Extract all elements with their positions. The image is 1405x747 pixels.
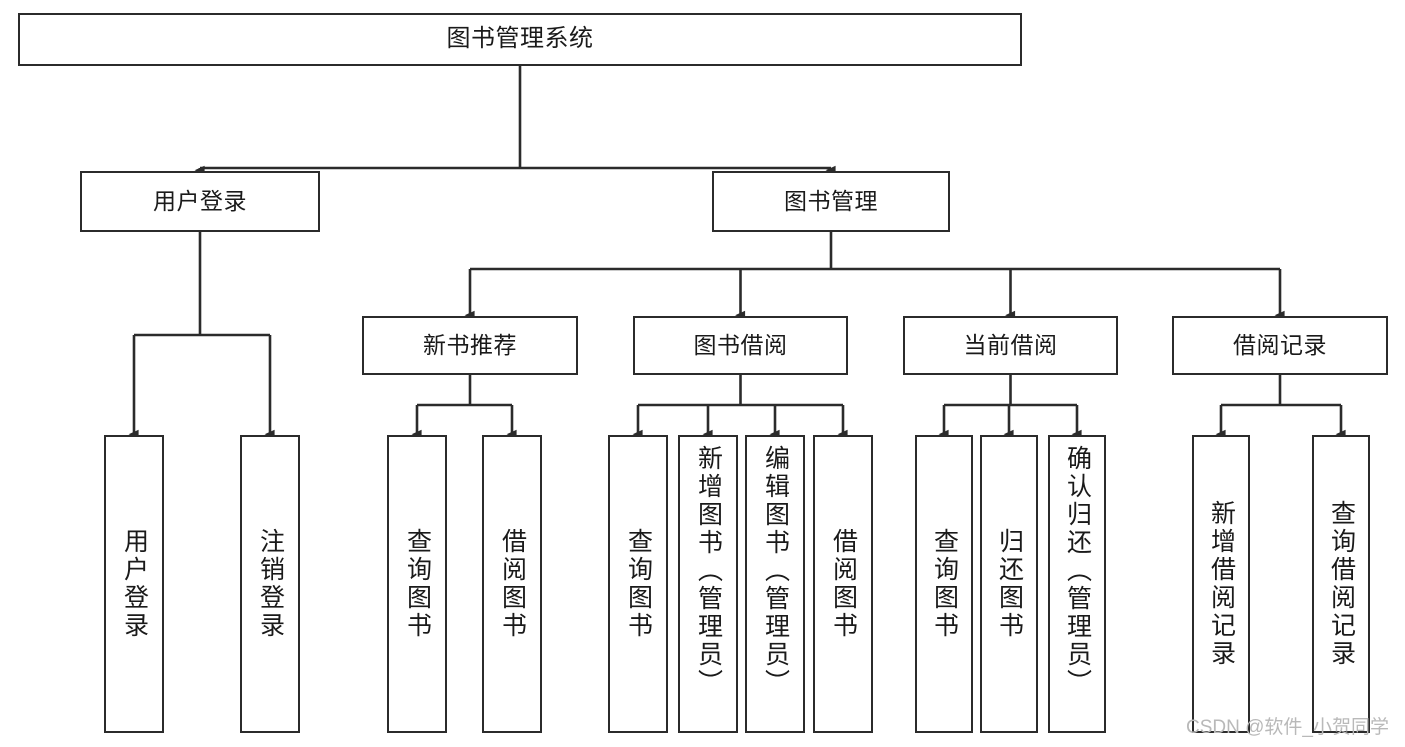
node-leaf-edit-book[interactable]: 编辑图书（管理员） bbox=[745, 435, 805, 733]
node-label: 编辑图书（管理员） bbox=[761, 445, 790, 697]
watermark: CSDN @软件_小贺同学 bbox=[1186, 717, 1389, 738]
node-book-manage[interactable]: 图书管理 bbox=[712, 171, 950, 232]
node-leaf-return-book[interactable]: 归还图书 bbox=[980, 435, 1038, 733]
node-leaf-add-book[interactable]: 新增图书（管理员） bbox=[678, 435, 738, 733]
node-root[interactable]: 图书管理系统 bbox=[18, 13, 1022, 66]
node-borrow-record[interactable]: 借阅记录 bbox=[1172, 316, 1388, 375]
node-label: 新增图书（管理员） bbox=[694, 445, 723, 697]
node-label: 查询借阅记录 bbox=[1327, 500, 1356, 668]
node-user-login[interactable]: 用户登录 bbox=[80, 171, 320, 232]
node-leaf-confirm-return[interactable]: 确认归还（管理员） bbox=[1048, 435, 1106, 733]
node-label: 确认归还（管理员） bbox=[1063, 445, 1092, 697]
node-label: 用户登录 bbox=[120, 528, 149, 640]
node-label: 当前借阅 bbox=[963, 331, 1058, 358]
node-leaf-user-login[interactable]: 用户登录 bbox=[104, 435, 164, 733]
node-label: 图书借阅 bbox=[693, 331, 788, 358]
node-book-borrow[interactable]: 图书借阅 bbox=[633, 316, 848, 375]
node-label: 借阅记录 bbox=[1233, 331, 1327, 358]
node-current-borrow[interactable]: 当前借阅 bbox=[903, 316, 1118, 375]
node-leaf-borrow-book-1[interactable]: 借阅图书 bbox=[482, 435, 542, 733]
node-label: 查询图书 bbox=[624, 528, 653, 640]
node-label: 归还图书 bbox=[995, 528, 1024, 640]
node-label: 新增借阅记录 bbox=[1207, 500, 1236, 668]
node-label: 借阅图书 bbox=[498, 528, 527, 640]
node-label: 查询图书 bbox=[930, 528, 959, 640]
node-leaf-query-book-3[interactable]: 查询图书 bbox=[915, 435, 973, 733]
node-leaf-add-record[interactable]: 新增借阅记录 bbox=[1192, 435, 1250, 733]
node-label: 借阅图书 bbox=[829, 528, 858, 640]
node-label: 图书管理 bbox=[784, 187, 878, 214]
node-leaf-query-record[interactable]: 查询借阅记录 bbox=[1312, 435, 1370, 733]
node-leaf-query-book-2[interactable]: 查询图书 bbox=[608, 435, 668, 733]
node-label: 查询图书 bbox=[403, 528, 432, 640]
node-label: 新书推荐 bbox=[423, 331, 517, 358]
node-leaf-query-book-1[interactable]: 查询图书 bbox=[387, 435, 447, 733]
node-label: 图书管理系统 bbox=[446, 25, 594, 53]
node-label: 用户登录 bbox=[153, 187, 247, 214]
node-leaf-borrow-book-2[interactable]: 借阅图书 bbox=[813, 435, 873, 733]
node-new-book-rec[interactable]: 新书推荐 bbox=[362, 316, 578, 375]
node-label: 注销登录 bbox=[256, 528, 285, 640]
node-leaf-logout[interactable]: 注销登录 bbox=[240, 435, 300, 733]
